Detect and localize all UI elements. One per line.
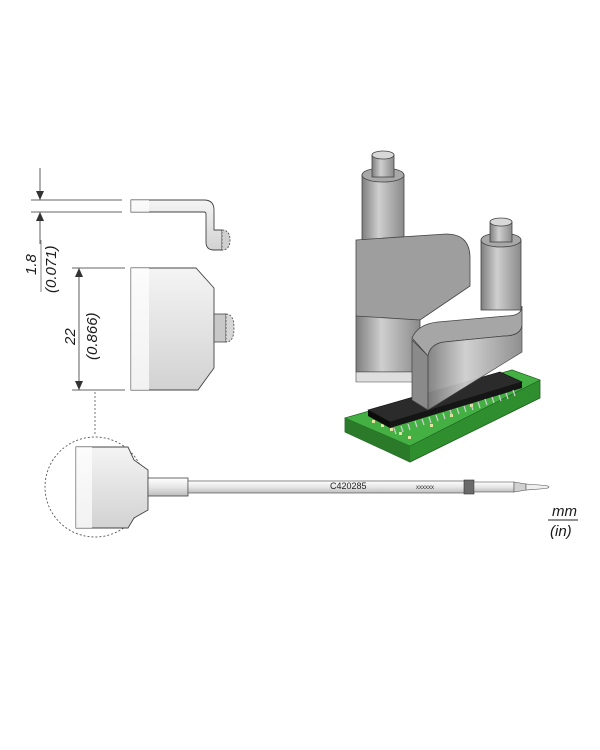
thickness-in-label: (0.071) bbox=[43, 245, 60, 293]
width-in-label: (0.866) bbox=[84, 312, 101, 360]
tip-collar bbox=[147, 477, 189, 497]
full-tip-view: C420285 xxxxxx bbox=[44, 436, 550, 538]
width-dimension: 22 (0.866) bbox=[62, 267, 125, 391]
ic-leads bbox=[393, 389, 516, 435]
tip-end bbox=[525, 483, 550, 491]
unit-in-label: (in) bbox=[550, 523, 572, 540]
batch-code-label: xxxxxx bbox=[416, 485, 434, 491]
model-code-label: C420285 bbox=[330, 481, 367, 491]
thickness-dimension: 1.8 (0.071) bbox=[23, 168, 122, 293]
unit-mm-label: mm bbox=[552, 503, 577, 520]
tip-front-view bbox=[130, 267, 235, 391]
thickness-mm-label: 1.8 bbox=[23, 253, 40, 275]
rear-blade bbox=[355, 150, 471, 383]
tip-3d-illustration bbox=[344, 150, 541, 463]
width-mm-label: 22 bbox=[62, 328, 79, 346]
shaft-ring bbox=[463, 479, 475, 495]
tip-side-view bbox=[130, 199, 231, 251]
front-blade bbox=[411, 217, 523, 411]
front-post bbox=[480, 239, 522, 311]
units-legend: mm (in) bbox=[548, 503, 578, 540]
blade-detail bbox=[75, 446, 149, 529]
